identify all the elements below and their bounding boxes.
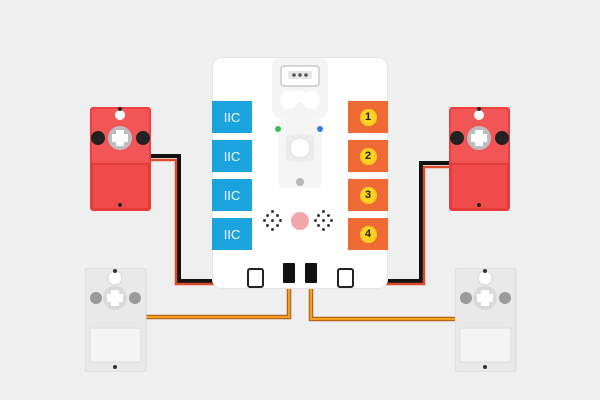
numbered-port-2[interactable]: 2 xyxy=(348,140,388,172)
port-number-badge: 1 xyxy=(359,108,377,126)
numbered-port-4[interactable]: 4 xyxy=(348,218,388,250)
main-button[interactable] xyxy=(289,137,311,159)
dot-grid-icon xyxy=(314,210,334,231)
left-black-socket[interactable] xyxy=(283,263,295,283)
red-servo-left[interactable] xyxy=(90,107,152,211)
right-black-socket[interactable] xyxy=(305,263,317,283)
plus-cross-icon xyxy=(477,290,493,306)
plus-cross-icon xyxy=(107,290,123,306)
gray-servo-left[interactable] xyxy=(85,268,147,372)
gray-servo-right[interactable] xyxy=(455,268,517,372)
port-number-badge: 2 xyxy=(359,147,377,165)
iic-port-1[interactable]: IIC xyxy=(212,101,252,133)
pink-button[interactable] xyxy=(291,212,309,230)
numbered-port-3[interactable]: 3 xyxy=(348,179,388,211)
iic-label: IIC xyxy=(223,187,241,203)
iic-label: IIC xyxy=(223,148,241,164)
dot-grid-icon xyxy=(263,210,283,231)
wire-right-gray-servo xyxy=(308,280,455,322)
plus-cross-icon xyxy=(471,130,487,146)
board-top-area xyxy=(272,58,328,188)
port-number-badge: 3 xyxy=(359,186,377,204)
iic-label: IIC xyxy=(223,109,241,125)
wire-left-gray-servo xyxy=(146,280,292,320)
small-indicator xyxy=(296,178,304,186)
iic-label: IIC xyxy=(223,226,241,242)
status-led-green xyxy=(275,126,281,132)
iic-port-3[interactable]: IIC xyxy=(212,179,252,211)
numbered-port-1[interactable]: 1 xyxy=(348,101,388,133)
right-servo-plug[interactable] xyxy=(337,268,354,288)
port-number-badge: 4 xyxy=(359,225,377,243)
status-led-blue xyxy=(317,126,323,132)
iic-port-4[interactable]: IIC xyxy=(212,218,252,250)
plus-cross-icon xyxy=(112,130,128,146)
left-servo-plug[interactable] xyxy=(247,268,264,288)
red-servo-right[interactable] xyxy=(449,107,511,211)
iic-port-2[interactable]: IIC xyxy=(212,140,252,172)
